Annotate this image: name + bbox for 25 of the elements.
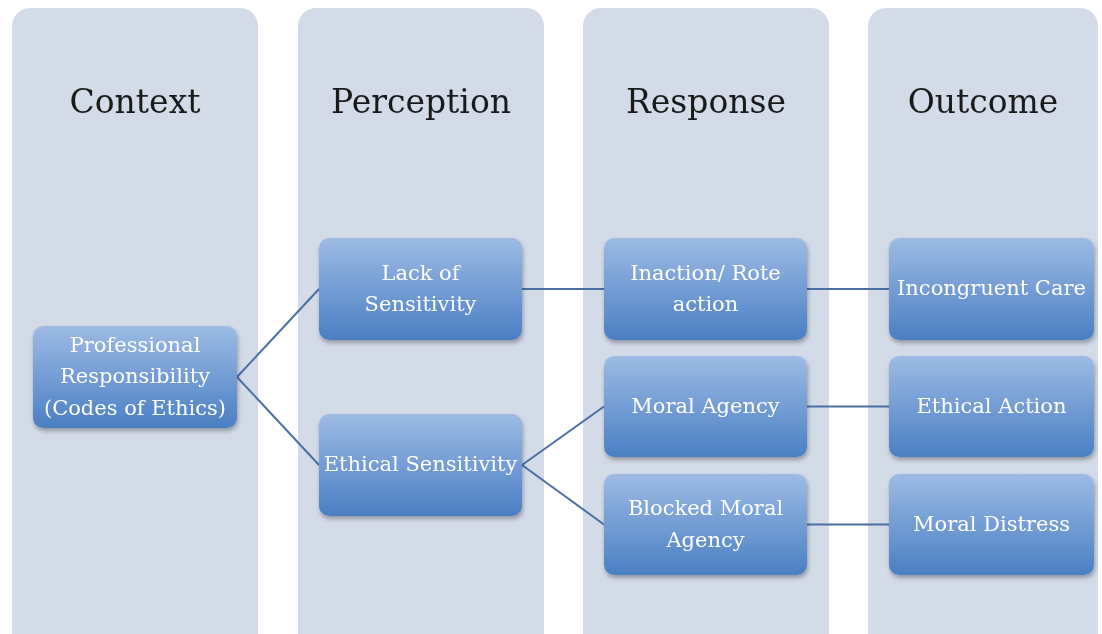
connector-line: [236, 288, 320, 378]
column-band: [298, 8, 544, 634]
connector-line: [806, 523, 890, 526]
process-box: Inaction/ Rote action: [604, 238, 807, 340]
process-box: Ethical Sensitivity: [319, 414, 522, 516]
column-heading: Response: [625, 82, 787, 121]
connector-line: [806, 405, 890, 408]
column-heading: Outcome: [906, 82, 1060, 121]
connector-line: [236, 376, 320, 466]
connector-line: [521, 288, 605, 290]
connector-line: [521, 464, 605, 526]
column-band: [583, 8, 829, 634]
column-heading: Context: [68, 82, 202, 121]
connector-line: [806, 288, 890, 290]
process-box: Moral Agency: [604, 356, 807, 457]
connector-line: [521, 405, 605, 466]
process-box: Incongruent Care: [889, 238, 1094, 340]
process-box: Blocked Moral Agency: [604, 474, 807, 575]
column-band: [12, 8, 258, 634]
column-band: [868, 8, 1098, 634]
column-heading: Perception: [329, 82, 513, 121]
process-box: Lack of Sensitivity: [319, 238, 522, 340]
process-box: Ethical Action: [889, 356, 1094, 457]
process-box: Moral Distress: [889, 474, 1094, 575]
process-box: Professional Responsibility (Codes of Ethics): [33, 326, 237, 428]
